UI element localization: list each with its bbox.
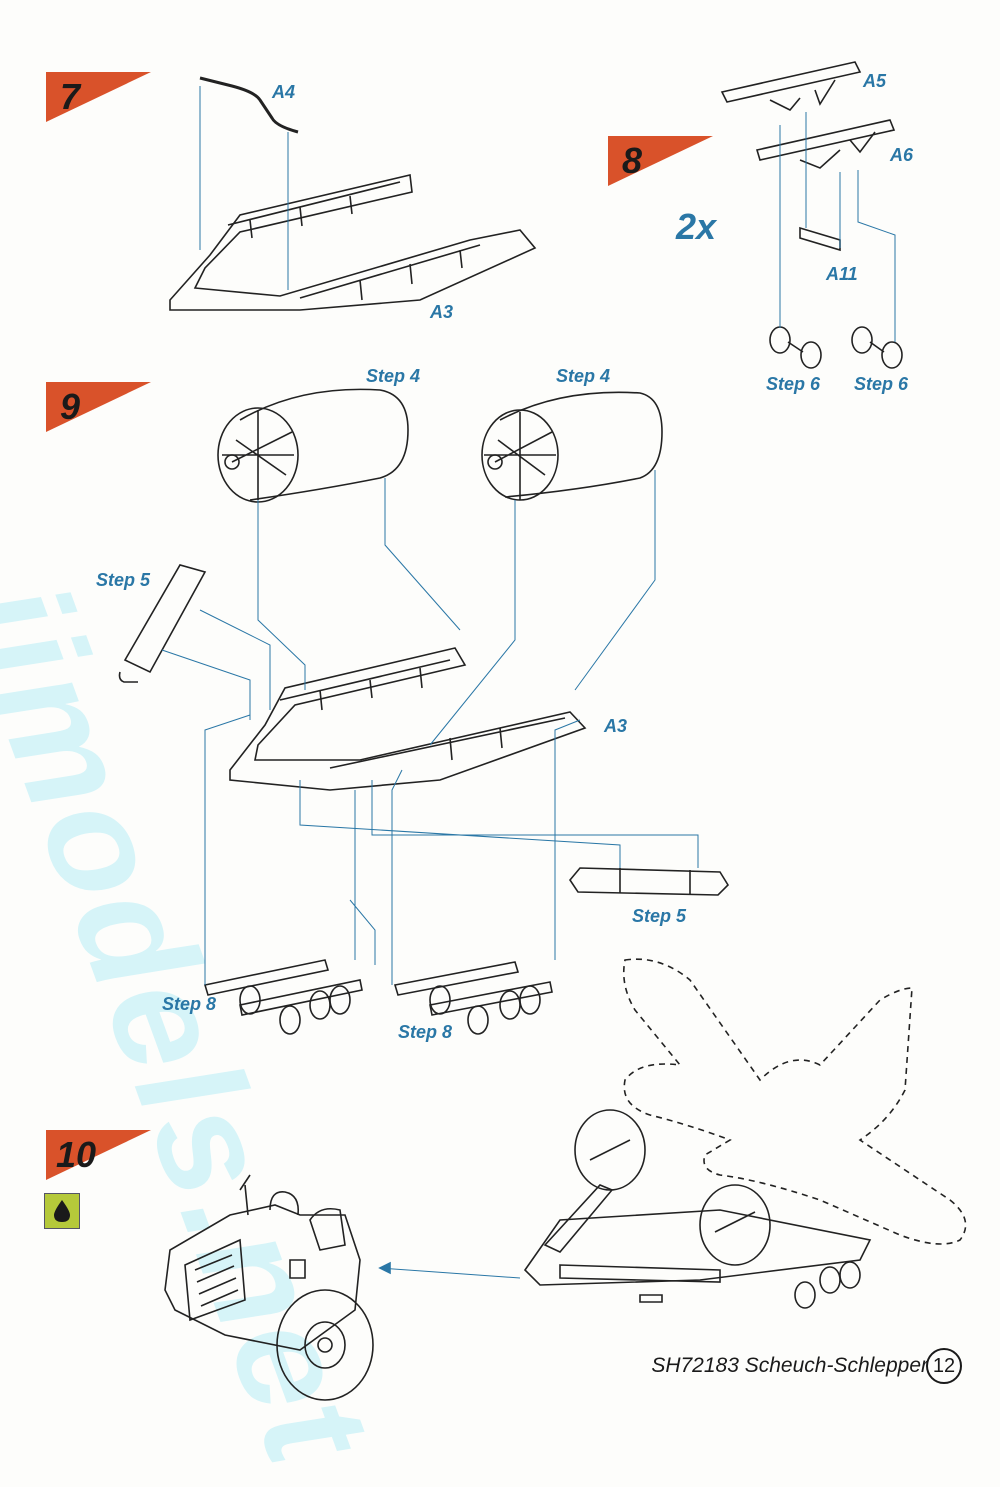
label-step5-top: Step 5	[96, 570, 151, 590]
assembly-drawings	[118, 61, 967, 1401]
multiplier-2x: 2x	[676, 206, 717, 247]
label-a6: A6	[890, 145, 914, 165]
label-a5: A5	[863, 71, 887, 91]
instruction-page: jimodels.net	[0, 61, 967, 1486]
label-step6-left: Step 6	[766, 374, 821, 394]
label-step8-right: Step 8	[398, 1022, 453, 1042]
step7-number: 7	[60, 76, 81, 117]
label-step6-right: Step 6	[854, 374, 909, 394]
step7-flag	[46, 72, 151, 122]
step9-flag	[46, 382, 151, 432]
label-step4-left: Step 4	[366, 366, 421, 386]
step8-number: 8	[622, 140, 643, 181]
page-number: 12	[926, 1348, 962, 1384]
step7-drawing	[169, 76, 537, 311]
step8-drawing	[720, 61, 903, 369]
step9-drawing	[118, 388, 730, 1035]
step10-flag	[46, 1130, 151, 1180]
footer-title: SH72183 Scheuch-Schlepper	[651, 1354, 928, 1377]
label-step5-bottom: Step 5	[632, 906, 687, 926]
label-a4: A4	[272, 82, 296, 102]
step10-drawing	[164, 958, 967, 1401]
paint-chip	[44, 1193, 80, 1229]
label-a3-step9: A3	[604, 716, 628, 736]
step10-number: 10	[56, 1134, 97, 1175]
step8-flag	[608, 136, 713, 186]
label-step4-right: Step 4	[556, 366, 611, 386]
paint-drop-icon	[54, 1200, 70, 1222]
label-a3-step7: A3	[430, 302, 454, 322]
label-step8-left: Step 8	[162, 994, 217, 1014]
label-a11: A11	[826, 264, 858, 284]
step9-number: 9	[60, 386, 81, 427]
